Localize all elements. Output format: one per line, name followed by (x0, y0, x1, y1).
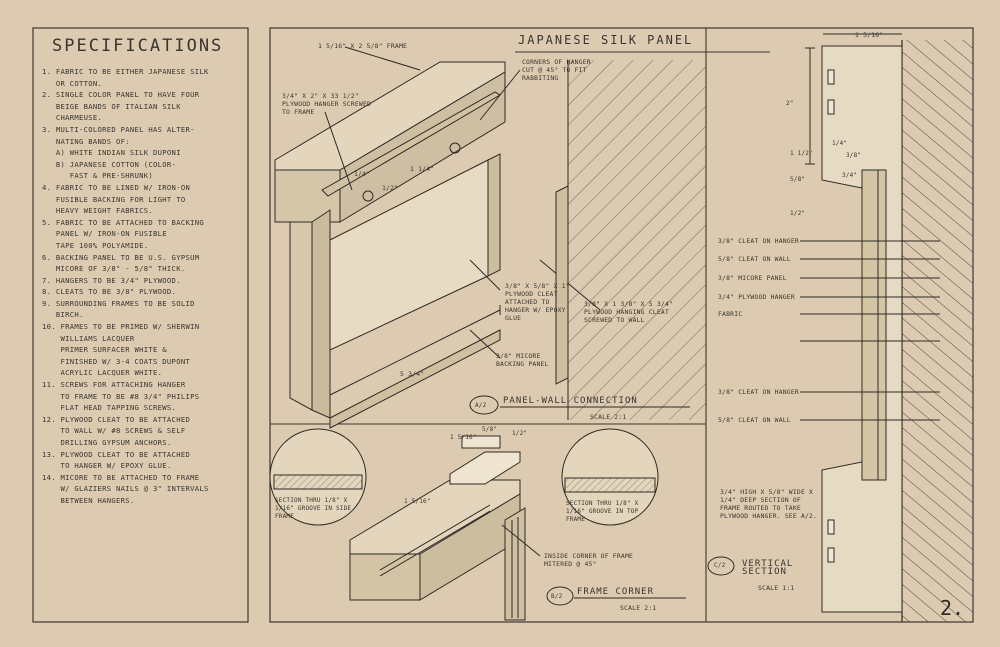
spec-item: WILLIAMS LACQUER (42, 333, 135, 343)
spec-item: TO HANGER W/ EPOXY GLUE. (42, 461, 172, 471)
c2-callout-6: 3/8" CLEAT ON HANGER (718, 388, 799, 396)
c2-callout-4: 3/4" PLYWOOD HANGER (718, 293, 795, 301)
spec-item: FINISHED W/ 3-4 COATS DUPONT (42, 356, 191, 366)
spec-item: b) JAPANESE COTTON (COLOR- (42, 159, 177, 169)
spec-item: 13. PLYWOOD CLEAT TO BE ATTACHED (42, 449, 191, 459)
c2-note: 3/4" HIGH x 5/8" WIDE x 1/4" DEEP SECTIO… (720, 488, 818, 520)
a2-scale: SCALE 2:1 (590, 413, 627, 421)
c2-dim-2: 1 1/2" (790, 150, 813, 157)
spec-item: ACRYLIC LACQUER WHITE. (42, 368, 163, 378)
b2-dim-a: 1 5/16" (450, 434, 477, 441)
spec-item: 12. PLYWOOD CLEAT TO BE ATTACHED (42, 414, 191, 424)
spec-item: 14. MICORE TO BE ATTACHED TO FRAME (42, 472, 200, 482)
b2-inside-corner: INSIDE CORNER OF FRAME MITERED @ 45° (544, 552, 634, 568)
spec-item: 1. FABRIC TO BE EITHER JAPANESE SILK (42, 67, 209, 76)
spec-box-border (32, 27, 249, 623)
c2-callout-1: 3/8" CLEAT ON HANGER (718, 237, 799, 245)
b2-title: FRAME CORNER (577, 587, 655, 597)
c2-dim-3: 1/4" (832, 140, 848, 147)
a2-note-hanger: 3/4" x 2" x 33 1/2" PLYWOOD HANGER SCREW… (282, 92, 372, 116)
a2-note-wall-cleat: 3/8" x 1 3/8" x 5 3/4" PLYWOOD HANGING C… (584, 300, 674, 324)
b2-dim-b: 5/8" (482, 426, 498, 433)
detail-b2-drawing (269, 428, 686, 621)
a2-title: PANEL-WALL CONNECTION (503, 396, 638, 406)
spec-item: 8. CLEATS TO BE 3/8" PLYWOOD. (42, 287, 177, 297)
b2-section-left: SECTION THRU 1/8" x 1/16" GROOVE IN SIDE… (275, 497, 352, 520)
c2-dim-1: 2" (786, 100, 794, 107)
c2-callout-7: 5/8" CLEAT ON WALL (718, 416, 791, 424)
b2-dim-c: 1/2" (512, 430, 528, 437)
spec-item: PANEL W/ IRON-ON FUSIBLE (42, 229, 167, 239)
c2-top-dim: 1 5/16" (855, 31, 884, 39)
a2-note-frame: 1 5/16" x 2 5/8" FRAME (318, 42, 408, 50)
spec-item: DRILLING GYPSUM ANCHORS. (42, 438, 172, 447)
spec-item: 2. SINGLE COLOR PANEL TO HAVE FOUR (42, 90, 200, 100)
sheet-number: 2. (940, 596, 965, 620)
c2-dim-6: 3/4" (842, 172, 858, 179)
spec-item: 7. HANGERS TO BE 3/4" PLYWOOD. (42, 275, 181, 285)
spec-title: SPECIFICATIONS (52, 36, 224, 56)
spec-item: FLAT HEAD TAPPING SCREWS. (42, 403, 177, 413)
spec-item: TO FRAME TO BE #8 3/4" PHILIPS (42, 391, 200, 401)
b2-scale: SCALE 2:1 (620, 604, 657, 612)
spec-item: FUSIBLE BACKING FOR LIGHT TO (42, 194, 186, 204)
c2-dim-5: 1/2" (790, 210, 806, 217)
spec-item: TO WALL W/ #8 SCREWS & SELF (42, 426, 186, 436)
b2-dim-d: 1 5/16" (404, 498, 431, 505)
spec-item: 4. FABRIC TO BE LINED W/ IRON-ON (42, 182, 191, 192)
spec-item: BEIGE BANDS OF ITALIAN SILK (42, 101, 181, 111)
detail-c2-drawing (707, 33, 973, 622)
a2-note-micore: 3/8" MICORE BACKING PANEL (496, 352, 549, 368)
spec-item: HEAVY WEIGHT FABRICS. (42, 206, 154, 216)
a2-dim-b: 1/2" (382, 184, 399, 192)
spec-item: MICORE OF 3/8" - 5/8" THICK. (42, 264, 186, 274)
c2-marker-label: C/2 (714, 562, 726, 569)
a2-note-corners: CORNERS OF HANGER CUT @ 45° TO FIT RABBI… (522, 58, 591, 82)
c2-dim-4: 3/8" (846, 152, 862, 159)
spec-item: W/ GLAZIERS NAILS @ 3" INTERVALS (42, 484, 209, 494)
spec-item: 10. FRAMES TO BE PRIMED W/ SHERWIN (42, 322, 200, 332)
spec-item: FAST & PRE-SHRUNK) (42, 171, 154, 181)
b2-section-right: SECTION THRU 1/8" x 1/16" GROOVE IN TOP … (566, 500, 639, 523)
spec-item: 9. SURROUNDING FRAMES TO BE SOLID (42, 298, 195, 308)
c2-callout-2: 5/8" CLEAT ON WALL (718, 255, 791, 263)
c2-title: VERTICAL SECTION (742, 559, 794, 577)
a2-note-cleat: 3/8" x 5/8" x 1" PLYWOOD CLEAT ATTACHED … (505, 282, 570, 322)
spec-list: 1. FABRIC TO BE EITHER JAPANESE SILK OR … (42, 66, 242, 507)
spec-item: OR COTTON. (42, 78, 103, 88)
spec-item: CHARMEUSE. (42, 113, 103, 123)
drawing-title: JAPANESE SILK PANEL (518, 33, 694, 47)
a2-dim-width: 5 3/4" (400, 370, 425, 378)
b2-marker-label: B/2 (551, 593, 563, 600)
spec-item: 5. FABRIC TO BE ATTACHED TO BACKING (42, 217, 204, 227)
a2-dim-c: 1 1/4" (410, 165, 435, 173)
spec-item: a) WHITE INDIAN SILK DUPONI (42, 148, 181, 158)
spec-item: 6. BACKING PANEL TO BE U.S. GYPSUM (42, 252, 200, 262)
detail-a2-wall (555, 60, 706, 420)
c2-dim-7: 5/8" (790, 176, 806, 183)
spec-item: PRIMER SURFACER WHITE & (42, 345, 167, 355)
spec-item: TAPE 100% POLYAMIDE. (42, 240, 149, 250)
spec-item: 3. MULTI-COLORED PANEL HAS ALTER- (42, 124, 195, 134)
spec-item: BETWEEN HANGERS. (42, 495, 135, 505)
detail-a2-drawing (274, 46, 601, 429)
c2-callout-3: 3/8" MICORE PANEL (718, 274, 787, 282)
c2-callout-5: FABRIC (718, 310, 743, 318)
spec-item: 11. SCREWS FOR ATTACHING HANGER (42, 380, 186, 390)
spec-item: NATING BANDS OF: (42, 136, 130, 146)
detail-a2-marker (469, 395, 690, 415)
a2-marker-label: A/2 (475, 402, 487, 409)
spec-item: BIRCH. (42, 310, 84, 320)
c2-scale: SCALE 1:1 (758, 584, 795, 592)
a2-dim-a: 1/4" (354, 170, 371, 178)
